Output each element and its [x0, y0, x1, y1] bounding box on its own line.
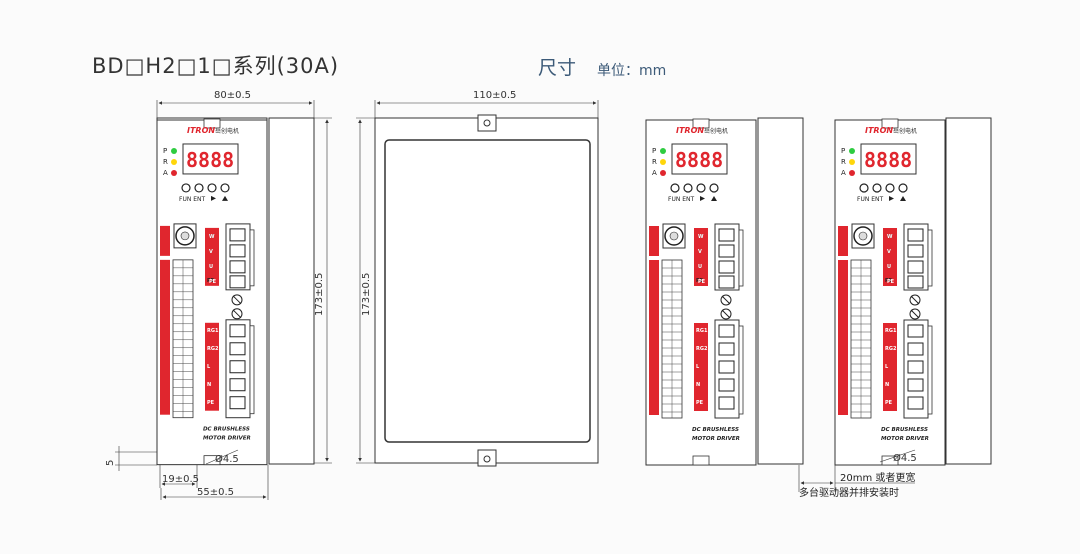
motor-label: W: [698, 234, 704, 240]
motor-label: U: [887, 264, 891, 270]
power-label: L: [207, 364, 211, 370]
power-label: RG2: [207, 346, 219, 352]
power-label: RG1: [696, 328, 708, 334]
power-label: PE: [885, 400, 893, 406]
driver-side-view-3: [945, 117, 992, 465]
power-label: RG1: [207, 328, 219, 334]
power-label: N: [885, 382, 889, 388]
driver-front-view-1: [156, 118, 268, 466]
power-label: RG2: [696, 346, 708, 352]
dim-front-width: 80±0.5: [214, 90, 251, 101]
power-label: N: [207, 382, 211, 388]
motor-label: V: [887, 249, 891, 255]
dim-front-height: 173±0.5: [314, 273, 325, 316]
series-title: BD□H2□1□系列(30A): [92, 54, 340, 78]
driver-side-view-1: [268, 117, 315, 465]
power-label: PE: [207, 400, 215, 406]
motor-label: PE: [887, 279, 895, 285]
driver-side-view-2: [757, 117, 804, 465]
dim-top-width: 110±0.5: [473, 90, 516, 101]
power-label: RG1: [885, 328, 897, 334]
unit-label: 单位：mm: [597, 63, 667, 79]
power-label: L: [696, 364, 700, 370]
motor-label: U: [698, 264, 702, 270]
dim-hole-offset: 19±0.5: [162, 474, 199, 485]
motor-label: U: [209, 264, 213, 270]
dim-hole-diameter: Ø4.5: [215, 453, 239, 465]
dim-mount-gap: 20mm 或者更宽: [840, 471, 915, 484]
dim-edge-offset: 5: [105, 460, 116, 466]
motor-label: V: [209, 249, 213, 255]
power-label: RG2: [885, 346, 897, 352]
motor-label: V: [698, 249, 702, 255]
driver-top-view: [374, 114, 599, 467]
power-label: L: [885, 364, 889, 370]
dim-top-height: 173±0.5: [361, 273, 372, 316]
dim-hole-spacing: 55±0.5: [197, 487, 234, 498]
dim-hole-diameter-2: Ø4.5: [893, 452, 917, 464]
driver-front-view-3: [834, 118, 946, 466]
motor-label: W: [887, 234, 893, 240]
motor-label: W: [209, 234, 215, 240]
power-label: PE: [696, 400, 704, 406]
motor-label: PE: [698, 279, 706, 285]
power-label: N: [696, 382, 700, 388]
driver-front-view-2: [645, 118, 757, 466]
mount-note: 多台驱动器并排安装时: [799, 486, 899, 499]
size-heading: 尺寸: [538, 57, 577, 79]
motor-label: PE: [209, 279, 217, 285]
